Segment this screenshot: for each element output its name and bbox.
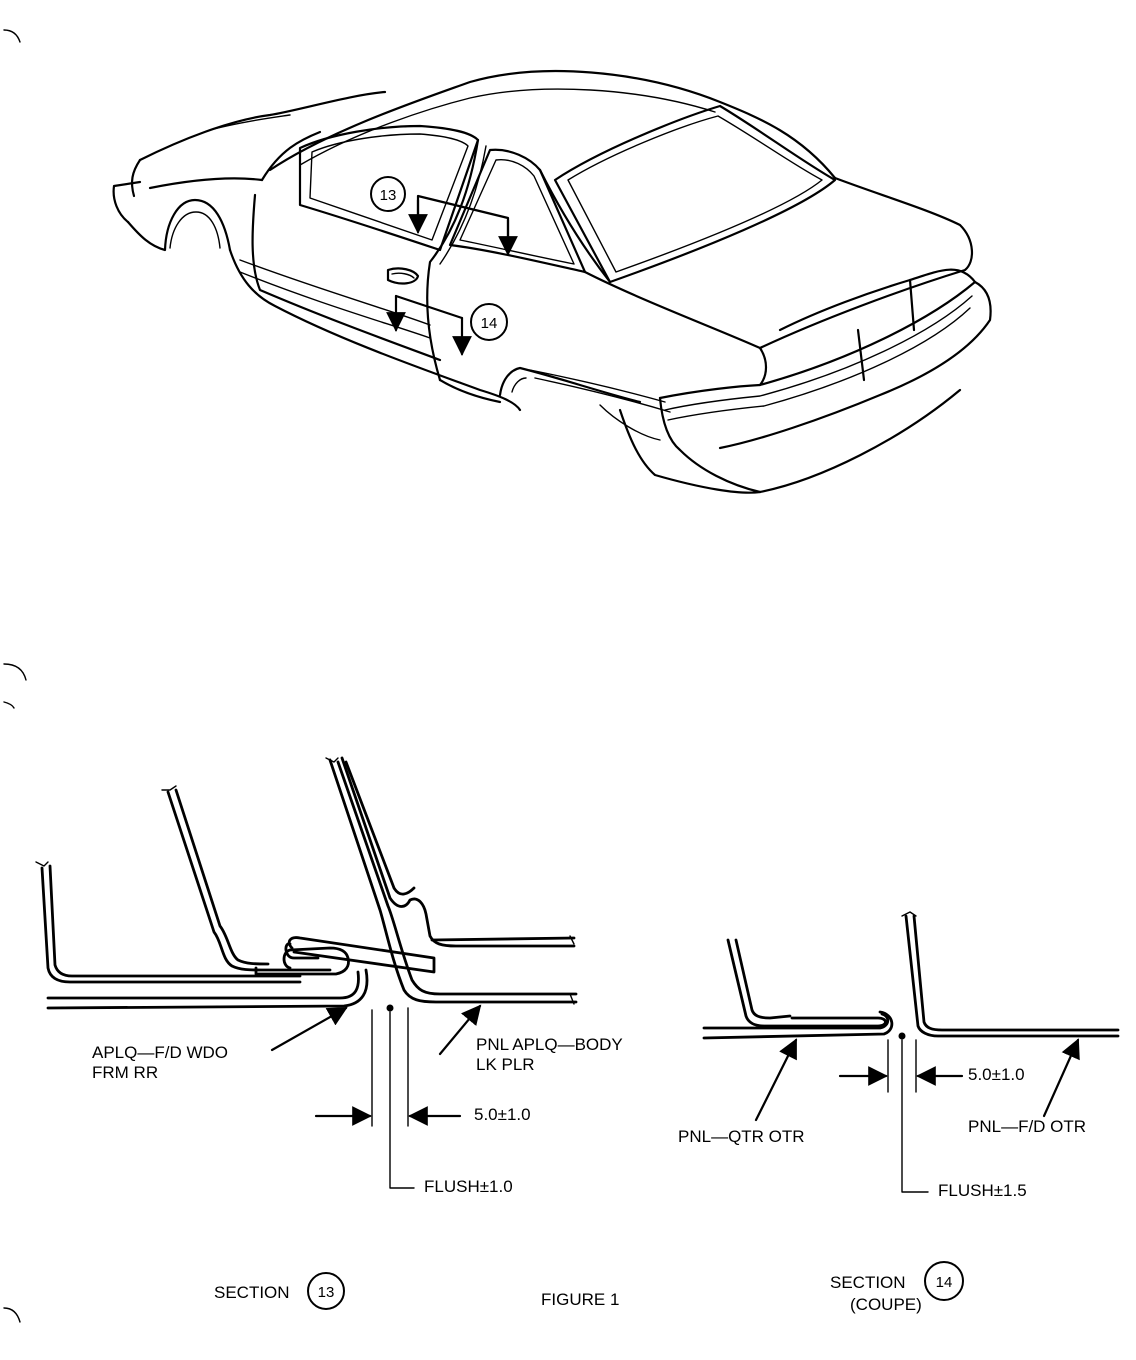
binder-hole-marks: [3, 29, 27, 1323]
car-illustration: [112, 70, 992, 494]
section14-fd-label: PNL—F/D OTR: [968, 1117, 1086, 1136]
section14-qtr-label: PNL—QTR OTR: [678, 1127, 805, 1146]
car-hood: [138, 90, 387, 162]
section13-aplq-label-line1: APLQ—F/D WDO: [92, 1043, 228, 1062]
callout-13-number: 13: [380, 187, 397, 204]
trunk-lid: [758, 176, 973, 350]
rear-side-window: [448, 148, 587, 274]
section13-gap-dimension: 5.0±1.0: [474, 1105, 531, 1124]
figure-caption: FIGURE 1: [541, 1290, 619, 1309]
door-handle: [386, 267, 420, 285]
rear-bumper: [658, 280, 992, 450]
section14-drawing: [702, 911, 1120, 1193]
front-side-window: [298, 124, 480, 252]
section14-caption-circle: [924, 1261, 964, 1301]
section14-flush-dimension: FLUSH±1.5: [938, 1181, 1027, 1200]
section13-caption-number: 13: [318, 1284, 335, 1301]
section13-drawing: [35, 756, 578, 1189]
rear-wheel-arch: [498, 366, 642, 404]
body-side-line: [251, 193, 442, 362]
section14-gap-dimension: 5.0±1.0: [968, 1065, 1025, 1084]
section13-caption: SECTION: [214, 1283, 290, 1302]
callout-13-circle: [370, 176, 406, 212]
section13-pnl-label-line1: PNL APLQ—BODY: [476, 1035, 623, 1054]
section14-caption-sub: (COUPE): [850, 1295, 922, 1314]
section13-pnl-label-line2: LK PLR: [476, 1055, 535, 1074]
section14-caption: SECTION: [830, 1273, 906, 1292]
section14-caption-number: 14: [936, 1274, 953, 1291]
rear-window: [553, 104, 837, 284]
car-section-markers: 13 14: [370, 176, 518, 356]
door-shut-line: [426, 138, 480, 382]
section13-flush-dimension: FLUSH±1.0: [424, 1177, 513, 1196]
callout-14-circle: [470, 303, 508, 341]
callout-14-number: 14: [481, 315, 498, 332]
front-wheel-arch: [126, 198, 232, 252]
car-roof: [268, 70, 837, 180]
section14-cut-line: [394, 294, 464, 320]
section13-caption-circle: [307, 1272, 345, 1310]
section13-aplq-label-line2: FRM RR: [92, 1063, 158, 1082]
